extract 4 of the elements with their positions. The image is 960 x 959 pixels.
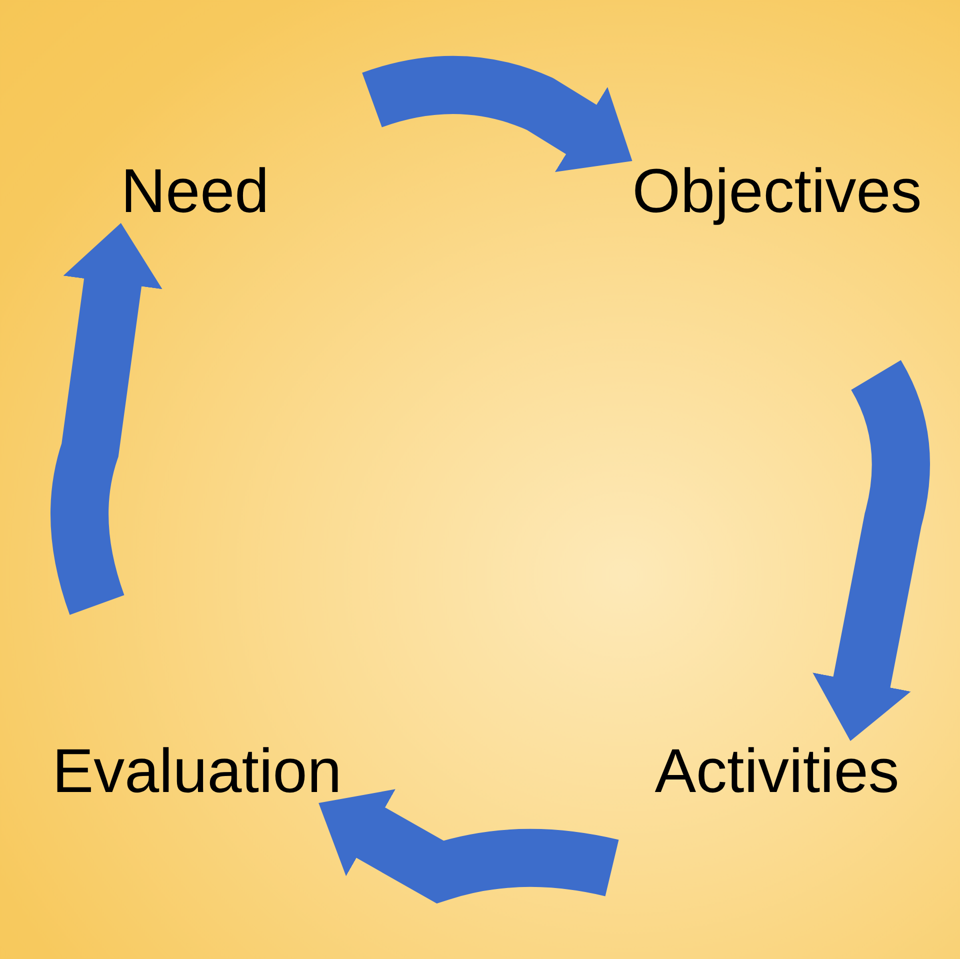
node-label: Evaluation bbox=[52, 741, 342, 803]
node-label: Objectives bbox=[632, 161, 922, 223]
node-label: Activities bbox=[654, 741, 900, 803]
node-label: Need bbox=[120, 161, 270, 223]
